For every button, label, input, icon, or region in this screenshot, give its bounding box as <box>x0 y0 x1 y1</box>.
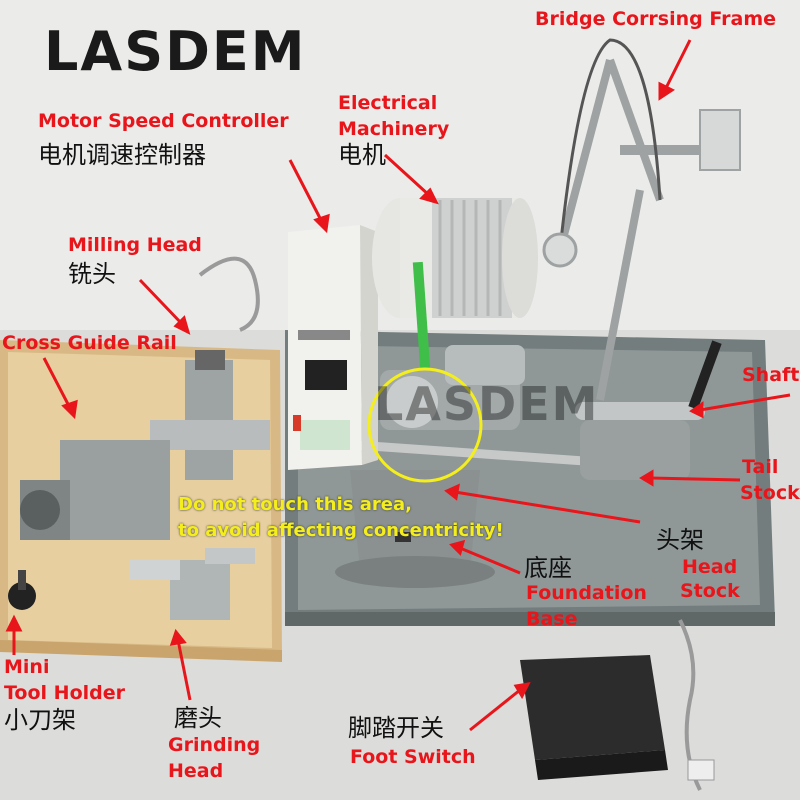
head-stock-shape <box>380 345 525 430</box>
label-grinding-line1: Grinding <box>168 734 261 756</box>
label-mini-line2: Tool Holder <box>4 682 125 704</box>
watermark: LASDEM <box>374 377 600 431</box>
label-electrical-line1: Electrical <box>338 92 438 114</box>
label-head-stock-line1: Head <box>682 556 738 578</box>
foot-switch-shape <box>520 655 668 780</box>
milling-head-shape <box>20 440 170 540</box>
label-head-stock-cn: 头架 <box>656 526 704 554</box>
label-electrical-line2: Machinery <box>338 118 450 140</box>
label-foot-switch: Foot Switch <box>350 746 476 768</box>
warning-line1: Do not touch this area, <box>178 494 412 515</box>
warning-circle <box>367 367 483 483</box>
foundation-base-shape <box>335 470 495 588</box>
label-shaft: Shaft <box>742 364 800 386</box>
label-milling-head-cn: 铣头 <box>68 260 116 288</box>
brand-logo: LASDEM <box>44 20 307 83</box>
label-milling-head: Milling Head <box>68 234 202 256</box>
label-mini-cn: 小刀架 <box>4 706 76 734</box>
label-foot-switch-cn: 脚踏开关 <box>348 714 444 742</box>
label-base-line2: Base <box>526 608 578 630</box>
tail-stock-shape <box>575 340 722 480</box>
label-grinding-cn: 磨头 <box>174 704 222 732</box>
label-bridge-frame: Bridge Corrsing Frame <box>535 8 777 30</box>
motor-shape <box>372 198 538 413</box>
label-cross-guide-rail: Cross Guide Rail <box>2 332 177 354</box>
motor-controller-box <box>288 225 378 470</box>
mini-tool-holder-shape <box>8 570 36 610</box>
label-base-cn: 底座 <box>524 554 572 582</box>
label-grinding-line2: Head <box>168 760 224 782</box>
bridge-frame-shape <box>542 38 741 401</box>
label-mini-line1: Mini <box>4 656 50 678</box>
label-base-line1: Foundation <box>526 582 647 604</box>
label-motor-speed: Motor Speed Controller <box>38 110 289 132</box>
warning-line2: to avoid affecting concentricity! <box>178 520 504 541</box>
label-motor-speed-cn: 电机调速控制器 <box>38 141 206 169</box>
label-tail-line1: Tail <box>742 456 779 478</box>
cross-guide-rail-shape <box>150 350 270 480</box>
label-tail-line2: Stock <box>740 482 800 504</box>
label-electrical-cn: 电机 <box>338 141 386 169</box>
label-head-stock-line2: Stock <box>680 580 740 602</box>
callout-arrows <box>5 39 791 732</box>
grinding-head-shape <box>130 548 255 620</box>
